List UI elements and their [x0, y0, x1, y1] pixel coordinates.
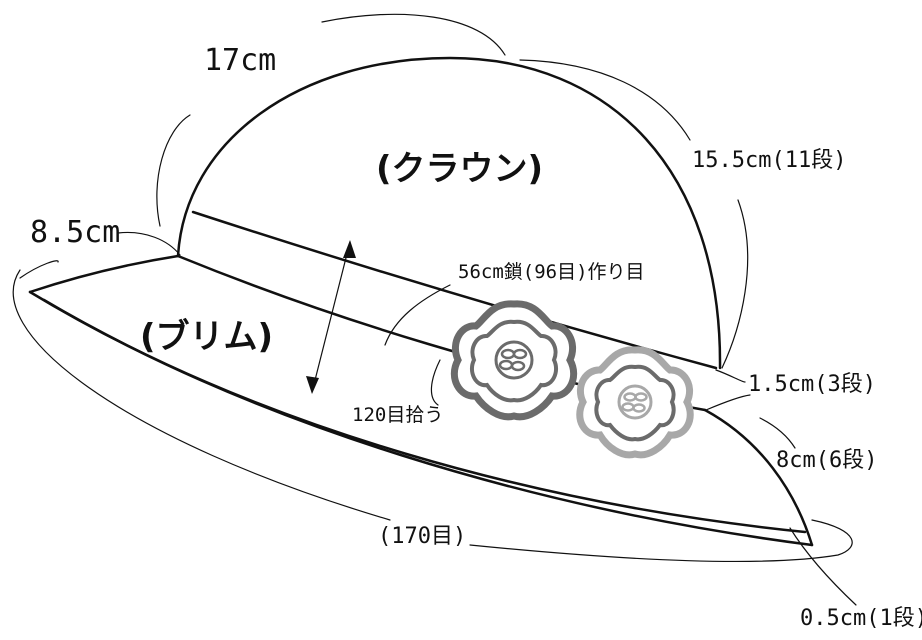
leader-brim-stitches-left — [12, 269, 391, 521]
band-top-line — [191, 210, 718, 370]
leader-side-height — [117, 231, 181, 256]
leader-crown-height — [721, 199, 749, 369]
leader-crown-width — [156, 114, 191, 227]
flower-motif-dark — [450, 300, 578, 421]
side-height-label: 8.5cm — [30, 215, 121, 250]
dimension-arrow — [311, 241, 351, 393]
crown-outline — [176, 56, 722, 370]
crown-label: (クラウン) — [376, 149, 544, 189]
leader-band-low — [705, 394, 751, 411]
flower-motif-light — [576, 346, 694, 459]
foundation-chain-label: 56cm鎖(96目)作り目 — [458, 261, 645, 283]
band-height-label: 1.5cm(3段) — [748, 372, 876, 397]
crown-height-label: 15.5cm(11段) — [692, 148, 847, 173]
brim-label: (ブリム) — [140, 317, 274, 357]
edging-label: 0.5cm(1段) — [800, 606, 922, 631]
brim-stitches-label: (170目) — [378, 524, 467, 549]
leader-edging — [789, 527, 857, 606]
leader-pickup — [430, 359, 441, 406]
leader-band — [715, 369, 746, 383]
crown-width-label: 17cm — [204, 43, 277, 78]
leader-brim-width — [759, 417, 796, 449]
brim-width-label: 8cm(6段) — [776, 448, 878, 473]
arrow-head-bottom — [306, 376, 319, 394]
arrow-head-top — [343, 240, 356, 258]
leader-crown-width-right — [519, 59, 691, 141]
leader-crown-width-top — [321, 13, 506, 56]
brim-right-line — [703, 408, 814, 547]
leader-side-left — [19, 260, 59, 279]
brim-top-left-line — [28, 254, 180, 294]
pickup-label: 120目拾う — [352, 404, 444, 426]
brim-edging-line — [42, 298, 807, 534]
leader-foundation — [384, 284, 451, 346]
leader-brim-stitches-right — [469, 519, 853, 563]
